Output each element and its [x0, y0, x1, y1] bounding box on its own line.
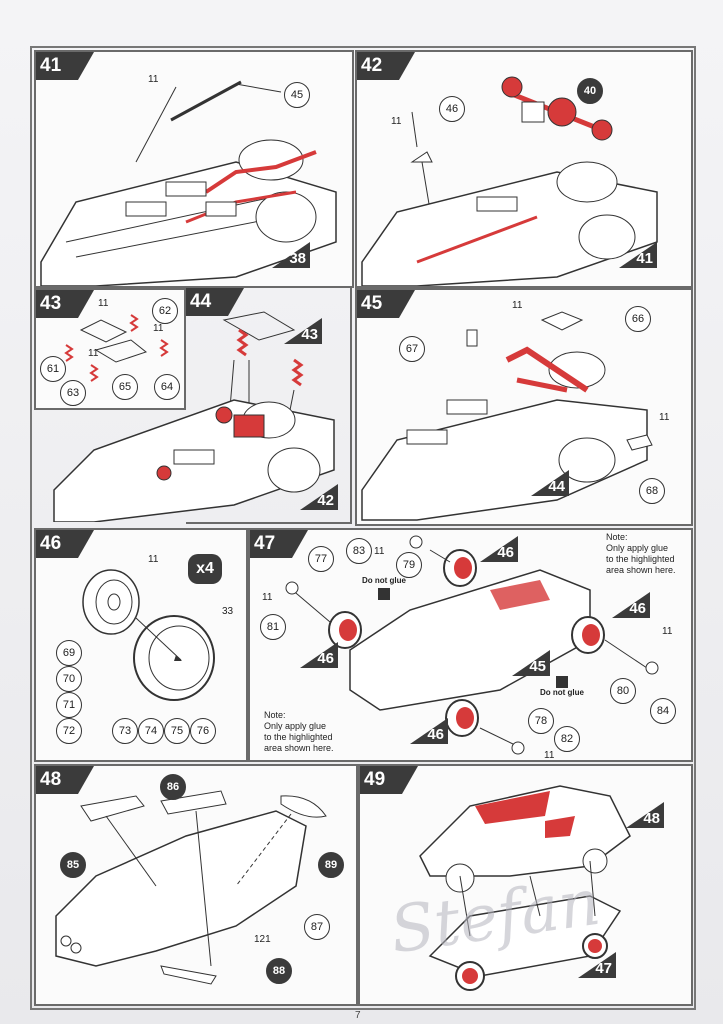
- part-label: 33: [222, 606, 234, 617]
- step-reference-badge: 43: [284, 318, 322, 344]
- part-number-circle: 62: [152, 298, 178, 324]
- step-48-panel: 48 86 85 89 87 121 88: [34, 764, 358, 1006]
- part-number-circle: 40: [577, 78, 603, 104]
- page-number: 7: [355, 1010, 361, 1021]
- page-frame: [30, 46, 696, 1010]
- step-reference-badge: 44: [531, 470, 569, 496]
- part-number-circle: 77: [308, 546, 334, 572]
- step-41-panel: 41 11 45 38: [34, 50, 354, 288]
- part-number-circle: 81: [260, 614, 286, 640]
- part-number-circle: 64: [154, 374, 180, 400]
- step-42-drawing: [361, 76, 658, 286]
- part-number-circle: 89: [318, 852, 344, 878]
- step-number: 48: [36, 766, 94, 794]
- step-number: 41: [36, 52, 94, 80]
- step-number: 45: [357, 290, 415, 318]
- part-label: 11: [659, 412, 670, 423]
- part-number-circle: 74: [138, 718, 164, 744]
- part-number-circle: 46: [439, 96, 465, 122]
- part-number-circle: 82: [554, 726, 580, 752]
- part-number-circle: 67: [399, 336, 425, 362]
- part-label: 11: [153, 323, 164, 334]
- step-49-drawing: [419, 785, 631, 991]
- glue-note: Note: Only apply glue to the highlighted…: [606, 532, 676, 575]
- do-not-glue-label: Do not glue: [540, 688, 584, 697]
- step-47-drawing: [285, 535, 659, 755]
- step-number: 47: [250, 530, 308, 558]
- part-label: 11: [662, 626, 673, 637]
- part-label: 11: [88, 348, 99, 359]
- step-46-panel: 46 x4 11 33 69 70 71 72 73 74 75 76: [34, 528, 248, 762]
- step-42-panel: 42 11 46 40 41: [355, 50, 693, 288]
- step-reference-badge: 46: [612, 592, 650, 618]
- part-number-circle: 65: [112, 374, 138, 400]
- part-label: 121: [254, 934, 271, 945]
- step-number: 42: [357, 52, 415, 80]
- step-reference-badge: 47: [578, 952, 616, 978]
- part-number-circle: 85: [60, 852, 86, 878]
- part-number-circle: 71: [56, 692, 82, 718]
- step-44-panel: 44: [186, 288, 352, 524]
- part-label: 11: [544, 750, 555, 761]
- step-number: 44: [186, 288, 244, 316]
- part-number-circle: 79: [396, 552, 422, 578]
- step-reference-badge: 46: [300, 642, 338, 668]
- part-number-circle: 84: [650, 698, 676, 724]
- step-49-panel: 49 48 47: [358, 764, 693, 1006]
- quantity-multiplier: x4: [188, 554, 222, 584]
- step-46-drawing: [82, 569, 215, 701]
- part-number-circle: 61: [40, 356, 66, 382]
- step-44-drawing: [53, 311, 335, 522]
- part-label: 11: [391, 116, 402, 127]
- step-reference-badge: 46: [410, 718, 448, 744]
- part-number-circle: 72: [56, 718, 82, 744]
- do-not-glue-marker: [378, 588, 390, 600]
- do-not-glue-marker: [556, 676, 568, 688]
- step-43-panel: 43 11 62 11 61 11 63 65 64: [34, 288, 186, 410]
- step-41-drawing: [40, 80, 337, 286]
- step-43-drawing: [64, 314, 169, 382]
- step-48-drawing: [55, 790, 327, 985]
- part-number-circle: 70: [56, 666, 82, 692]
- do-not-glue-label: Do not glue: [362, 576, 406, 585]
- part-number-circle: 68: [639, 478, 665, 504]
- part-label: 11: [374, 546, 385, 557]
- part-number-circle: 86: [160, 774, 186, 800]
- step-number: 46: [36, 530, 94, 558]
- part-number-circle: 76: [190, 718, 216, 744]
- part-number-circle: 66: [625, 306, 651, 332]
- step-reference-badge: 41: [619, 242, 657, 268]
- part-number-circle: 88: [266, 958, 292, 984]
- part-label: 11: [512, 300, 523, 311]
- step-number: 43: [36, 290, 94, 318]
- part-number-circle: 75: [164, 718, 190, 744]
- glue-note: Note: Only apply glue to the highlighted…: [264, 710, 334, 753]
- part-number-circle: 63: [60, 380, 86, 406]
- step-reference-badge: 45: [512, 650, 550, 676]
- step-reference-badge: 38: [272, 242, 310, 268]
- part-label: 11: [98, 298, 109, 309]
- part-label: 11: [262, 592, 273, 603]
- part-number-circle: 45: [284, 82, 310, 108]
- step-47-panel: 47 83 11 79 77 11 81 80 84 1: [248, 528, 693, 762]
- part-number-circle: 87: [304, 914, 330, 940]
- step-number: 49: [360, 766, 418, 794]
- step-reference-badge: 46: [480, 536, 518, 562]
- part-number-circle: 69: [56, 640, 82, 666]
- step-45-drawing: [361, 311, 653, 521]
- step-reference-badge: 42: [300, 484, 338, 510]
- step-reference-badge: 48: [626, 802, 664, 828]
- part-number-circle: 78: [528, 708, 554, 734]
- part-label: 11: [148, 74, 159, 85]
- part-number-circle: 83: [346, 538, 372, 564]
- part-label: 11: [148, 554, 159, 565]
- part-number-circle: 73: [112, 718, 138, 744]
- step-45-panel: 45 11 66 67 11 68 44: [355, 288, 693, 526]
- part-number-circle: 80: [610, 678, 636, 704]
